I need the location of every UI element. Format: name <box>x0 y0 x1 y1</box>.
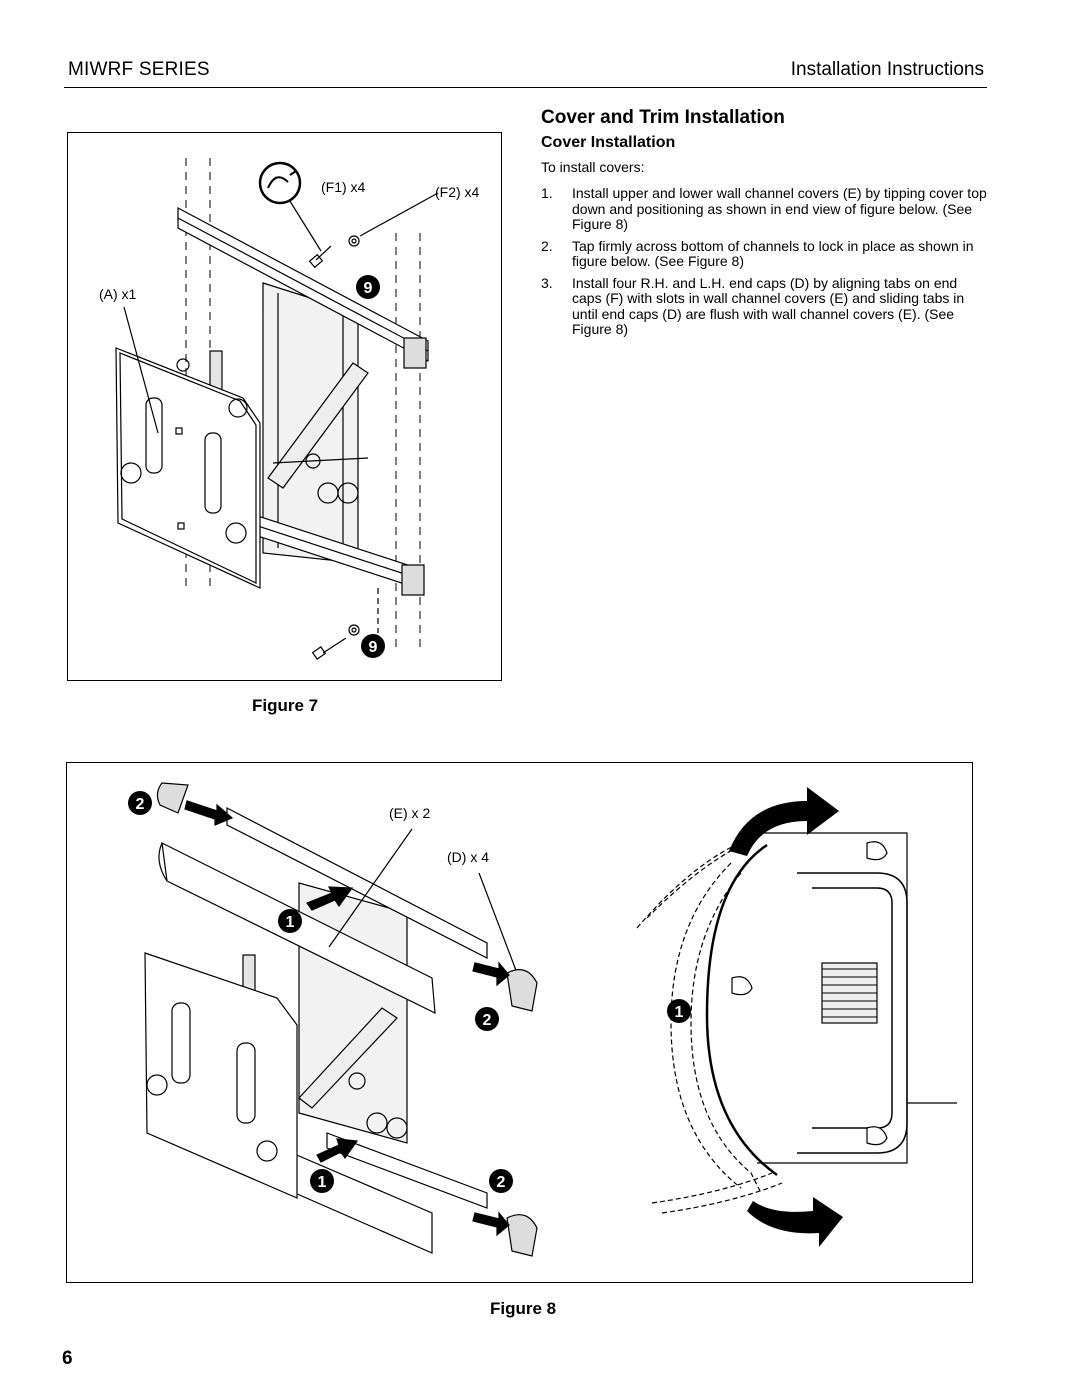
series-title: MIWRF SERIES <box>68 59 210 80</box>
step-9-top-label: 9 <box>364 280 373 297</box>
step-9-marker-top: 9 <box>356 275 380 299</box>
fig8-marker-1-b: 1 <box>667 999 691 1023</box>
label-a: (A) x1 <box>99 286 137 302</box>
step-text: Install four R.H. and L.H. end caps (D) … <box>572 274 965 337</box>
page-number: 6 <box>62 1348 73 1369</box>
fig8-marker-label: 1 <box>675 1004 684 1021</box>
fig8-marker-1-c: 1 <box>310 1169 334 1193</box>
section-title: Cover and Trim Installation <box>541 107 785 128</box>
figure-8-illustration: 2 1 2 1 1 2 (E) x 2 (D) x 4 <box>66 762 973 1283</box>
step-text: Tap firmly across bottom of channels to … <box>572 237 974 269</box>
fig8-marker-1-a: 1 <box>278 909 302 933</box>
instruction-steps: 1. Install upper and lower wall channel … <box>541 185 987 344</box>
label-f1: (F1) x4 <box>321 179 366 195</box>
label-e: (E) x 2 <box>389 805 431 821</box>
step-item: 2. Tap firmly across bottom of channels … <box>541 237 987 270</box>
document-type: Installation Instructions <box>790 59 984 80</box>
label-f2: (F2) x4 <box>435 184 480 200</box>
step-9-bottom-label: 9 <box>369 639 378 656</box>
fig8-marker-2-b: 2 <box>475 1007 499 1031</box>
step-number: 3. <box>541 274 553 291</box>
figure-7-drawing: 9 9 <box>115 158 439 660</box>
fig8-marker-2-a: 2 <box>128 791 152 815</box>
header-rule <box>64 87 987 88</box>
fig8-marker-label: 2 <box>497 1174 506 1191</box>
fig8-marker-2-c: 2 <box>489 1169 513 1193</box>
step-number: 2. <box>541 237 553 254</box>
step-number: 1. <box>541 185 553 201</box>
fig8-marker-label: 1 <box>318 1174 327 1191</box>
step-item: 1. Install upper and lower wall channel … <box>541 185 987 233</box>
fig8-marker-label: 2 <box>483 1012 492 1029</box>
figure-8-caption: Figure 8 <box>490 1299 557 1318</box>
step-item: 3. Install four R.H. and L.H. end caps (… <box>541 274 987 338</box>
step-9-marker-bottom: 9 <box>361 634 385 658</box>
fig8-marker-label: 1 <box>286 914 295 931</box>
intro-text: To install covers: <box>541 159 645 175</box>
figure-8-drawing: 2 1 2 1 1 2 <box>128 782 957 1257</box>
step-text: Install upper and lower wall channel cov… <box>572 185 987 232</box>
figure-7-illustration: 9 9 (F1) x4 (F2) x4 (A) x1 <box>67 132 502 681</box>
section-subtitle: Cover Installation <box>541 134 676 151</box>
fig8-marker-label: 2 <box>136 796 145 813</box>
figure-7-caption: Figure 7 <box>252 696 319 715</box>
label-d: (D) x 4 <box>447 849 489 865</box>
